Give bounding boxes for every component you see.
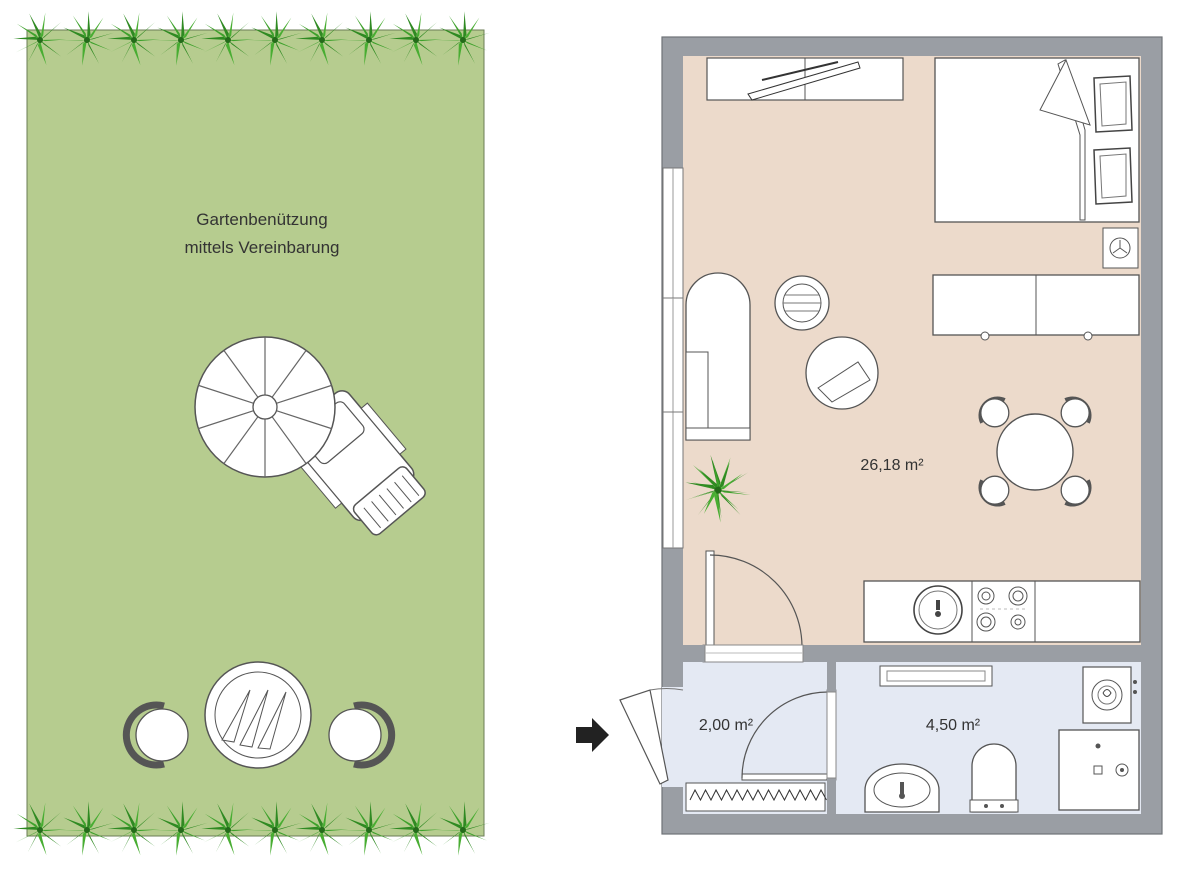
bathroom-area-label: 4,50 m² [926, 717, 981, 734]
hall-shoe-rack [685, 782, 827, 812]
armchair [805, 336, 879, 410]
garden-label-line1: Gartenbenützung [196, 210, 327, 229]
hall-area-label: 2,00 m² [699, 717, 754, 734]
garden-table [204, 661, 312, 769]
parasol [194, 336, 336, 478]
washing-machine [1082, 666, 1137, 724]
wash-basin [864, 763, 940, 813]
dining-set [978, 396, 1092, 507]
dining-chair [1060, 396, 1092, 428]
sofa [685, 272, 751, 441]
cooktop [976, 586, 1028, 632]
round-side-table [774, 275, 830, 331]
wardrobe [706, 57, 904, 101]
entrance-door[interactable] [619, 687, 684, 787]
garden-chair-right [328, 701, 396, 769]
double-bed [934, 57, 1140, 223]
shower [1058, 729, 1140, 811]
dining-chair [1060, 475, 1092, 507]
apartment: 26,18 m² 2,00 m² 4,50 m² [576, 36, 1163, 835]
kitchen-counter [863, 580, 1141, 643]
bedside-appliance [1102, 227, 1139, 269]
garden-chair-left [122, 701, 189, 769]
dining-chair [978, 475, 1010, 507]
garden-area: Gartenbenützung mittels Vereinbarung [9, 6, 496, 862]
kitchen-sink [913, 585, 963, 635]
dining-chair [978, 396, 1010, 428]
toilet [969, 743, 1019, 813]
living-room-area-label: 26,18 m² [860, 457, 924, 474]
bathroom-cabinet [879, 665, 993, 687]
garden-label-line2: mittels Vereinbarung [185, 238, 340, 257]
window-left-lower [662, 297, 684, 549]
entrance-arrow-icon [576, 718, 609, 752]
sideboard [932, 274, 1140, 341]
window-left-upper [662, 167, 684, 299]
